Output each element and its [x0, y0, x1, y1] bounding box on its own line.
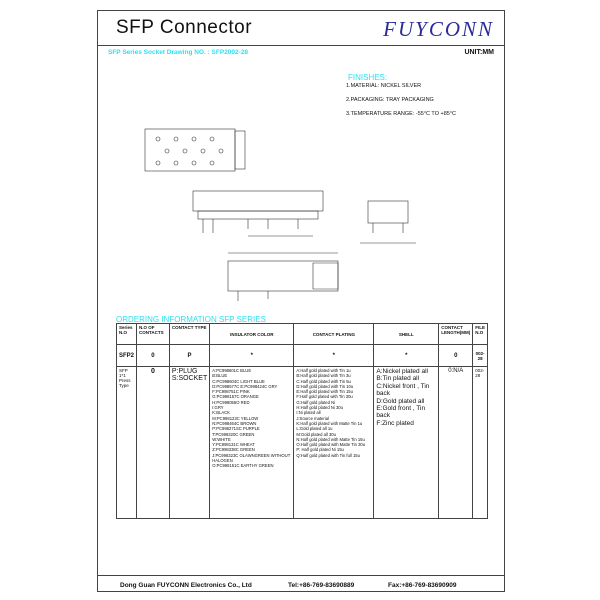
shell-item: D:Gold plated all: [376, 397, 425, 405]
code-shell: *: [373, 344, 440, 367]
col-series: Series N.O: [115, 323, 138, 345]
insulator-color-item: K:BLACK: [212, 410, 230, 416]
ordering-table: Series N.O N.O OF CONTACTS CONTACT TYPE …: [115, 323, 488, 519]
type-socket: S:SOCKET: [171, 375, 208, 382]
plating-item: K:Half gold plated with Matte Tin 1u: [296, 420, 363, 426]
contact-length-value: 0:N/A: [438, 366, 474, 519]
insulator-color-item: O:PC998151C EARTHY GREEN: [212, 463, 274, 469]
code-contacts: 0: [136, 344, 170, 367]
telephone: Tel:+86-769-83690889: [288, 582, 355, 589]
end-view: [360, 200, 416, 244]
insulator-color-item: H:PC998055O RED: [212, 399, 250, 405]
insulator-color-item: Y:PC998131C WHEAT: [212, 442, 255, 448]
finishes-heading: FINISHES:: [348, 73, 388, 82]
plating-item: P: Half gold plated Ni 15u: [296, 447, 344, 453]
finish-packaging: 2.PACKAGING: TRAY PACKAGING: [346, 97, 434, 103]
company-name: Dong Guan FUYCONN Electronics Co., Ltd: [120, 582, 252, 589]
insulator-color-item: N:PC998464C BROWN: [212, 420, 257, 426]
insulator-color-item: D:PC998577C E:PC998424C GRY: [212, 383, 278, 389]
insulator-color-item: W:WHITE: [212, 436, 231, 442]
contacts-value: 0: [136, 366, 170, 519]
fax: Fax:+86-769-83690909: [388, 582, 457, 589]
divider: [98, 45, 504, 46]
ordering-heading: ORDERING INFORMATION SFP SERIES: [116, 315, 266, 324]
unit-label: UNIT:MM: [464, 49, 494, 56]
insulator-color-item: J:PC998323C OLAWNGREEN WITHOUT HALOGEN: [212, 452, 291, 464]
col-file-no: FILE N.O: [472, 323, 488, 345]
insulator-color-item: I:GRY: [212, 405, 224, 411]
col-contact-plating: CONTACT PLATING: [293, 323, 375, 345]
insulator-color-item: G:PC998157C ORANGE: [212, 394, 259, 400]
plating-item: A:Half gold plated with Tin 1u: [296, 368, 351, 373]
plating-item: I:Ni plated all: [296, 410, 321, 416]
plating-item: N:Half gold plated with Matte Tin 15u: [296, 436, 365, 442]
iso-view: [227, 252, 339, 301]
plating-item: F:Half gold plated with Tin 30u: [296, 394, 353, 400]
finish-material: 1.MATERIAL: NICKEL SILVER: [346, 83, 422, 89]
insulator-color-item: M:PC998123C YELLOW: [212, 415, 259, 421]
footer: Dong Guan FUYCONN Electronics Co., Ltd T…: [98, 575, 504, 589]
plating-item: E:Half gold plated with Tin 15u: [296, 389, 353, 395]
type-plug: P:PLUG: [171, 368, 198, 375]
insulator-color-item: Z:PC998338C GREEN: [212, 447, 255, 453]
drawing-number: SFP Series Socket Drawing NO. : SFP2002-…: [108, 49, 249, 56]
insulator-color-item: C:PC998604C LIGHT BLUE: [212, 378, 265, 384]
table-header-row: Series N.O N.O OF CONTACTS CONTACT TYPE …: [115, 323, 488, 345]
code-color: *: [209, 344, 295, 367]
plating-item: L:Gold plated all 1u: [296, 426, 333, 432]
shell-item: C:Nickel front , Tin back: [376, 382, 430, 398]
col-contact-type: CONTACT TYPE: [168, 323, 211, 345]
finish-temperature: 3.TEMPERATURE RANGE: -55°C TO +85°C: [346, 111, 456, 117]
plating-item: J:Source material: [296, 415, 329, 421]
insulator-color-item: T:PC998320C GREEN: [212, 431, 255, 437]
code-row: SFP2 0 P * * * 0 002-28: [115, 344, 488, 367]
col-shell: SHELL: [373, 323, 440, 345]
plating-item: D:Half gold plated with Tin 10u: [296, 383, 354, 389]
insulator-color-item: B:BLUE: [212, 373, 228, 379]
datasheet-frame: SFP Connector FUYCONN SFP Series Socket …: [97, 10, 505, 592]
brand-logo: FUYCONN: [383, 17, 494, 41]
code-file: 002-28: [472, 344, 488, 367]
code-length: 0: [438, 344, 474, 367]
code-plating: *: [293, 344, 375, 367]
col-insulator-color: INSULATOR COLOR: [209, 323, 295, 345]
plating-item: H:Half gold plated Ni 30u: [296, 405, 343, 411]
shell-item: A:Nickel plated all: [376, 368, 428, 375]
shell-item: E:Gold front , Tin back: [376, 405, 426, 420]
insulator-color-item: A:PC998601C BLUE: [212, 368, 252, 373]
side-view: [192, 190, 324, 237]
shell-item: F:Zinc plated: [376, 419, 414, 427]
plating-item: B:Half gold plated with Tin 3u: [296, 373, 351, 379]
plating-item: G:Half gold plated Ni: [296, 399, 336, 405]
insulator-color-item: P:PC998271SC PURPLE: [212, 426, 260, 432]
plating-item: C:Half gold plated with Tin 5u: [296, 378, 351, 384]
code-type: P: [168, 344, 211, 367]
technical-drawing: [144, 128, 416, 301]
insulator-color-item: F:PC998751C PINK: [212, 389, 250, 395]
contact-type-list: P:PLUG S:SOCKET: [168, 366, 211, 519]
top-view: [144, 128, 246, 172]
series-desc: SFP 1*1 Press Type: [115, 366, 138, 519]
shell-item: B:Tin plated all: [376, 375, 420, 383]
col-contact-length: CONTACT LENGTH(MM): [438, 323, 474, 345]
plating-item: Q:Half gold plated with Tin full 15u: [296, 452, 360, 458]
options-row: SFP 1*1 Press Type 0 P:PLUG S:SOCKET A:P…: [115, 366, 488, 519]
code-series: SFP2: [115, 344, 138, 367]
file-no-value: 002-28: [472, 366, 488, 519]
plating-item: O:Half gold plated with Matte Tin 30u: [296, 442, 366, 448]
page-title: SFP Connector: [116, 17, 253, 38]
plating-item: M:Gold plated all 30u: [296, 431, 336, 437]
col-contacts: N.O OF CONTACTS: [136, 323, 170, 345]
